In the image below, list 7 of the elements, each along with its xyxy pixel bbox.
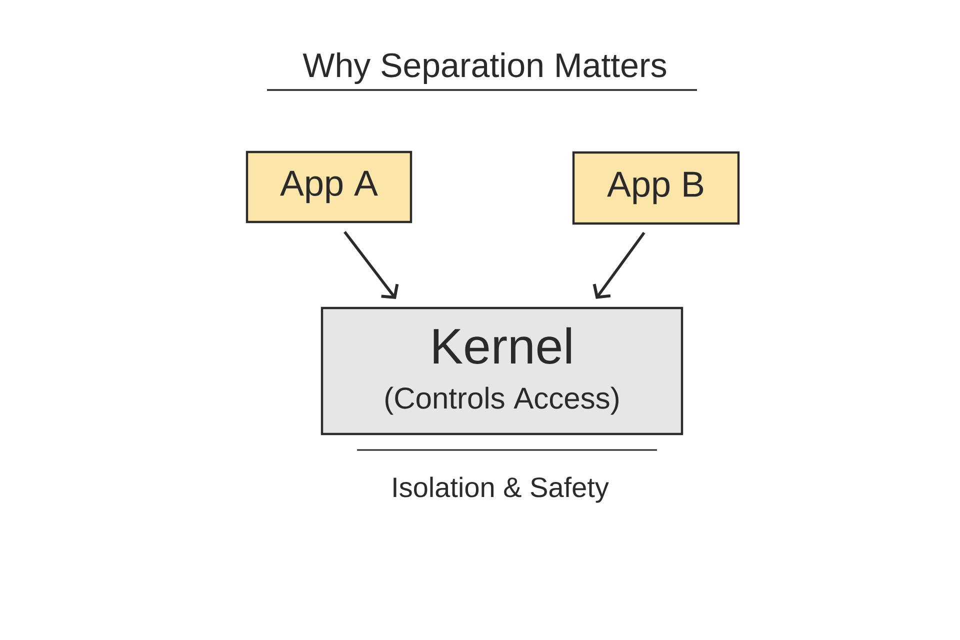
caption-text: Isolation & Safety (394, 476, 609, 503)
kernel-box: Kernel (Controls Access) (320, 306, 684, 436)
arrow (344, 231, 399, 299)
app-box: App A (246, 150, 412, 224)
app-box: App B (572, 151, 740, 225)
title: Why Separation Matters (302, 52, 666, 84)
arrow (592, 232, 646, 299)
